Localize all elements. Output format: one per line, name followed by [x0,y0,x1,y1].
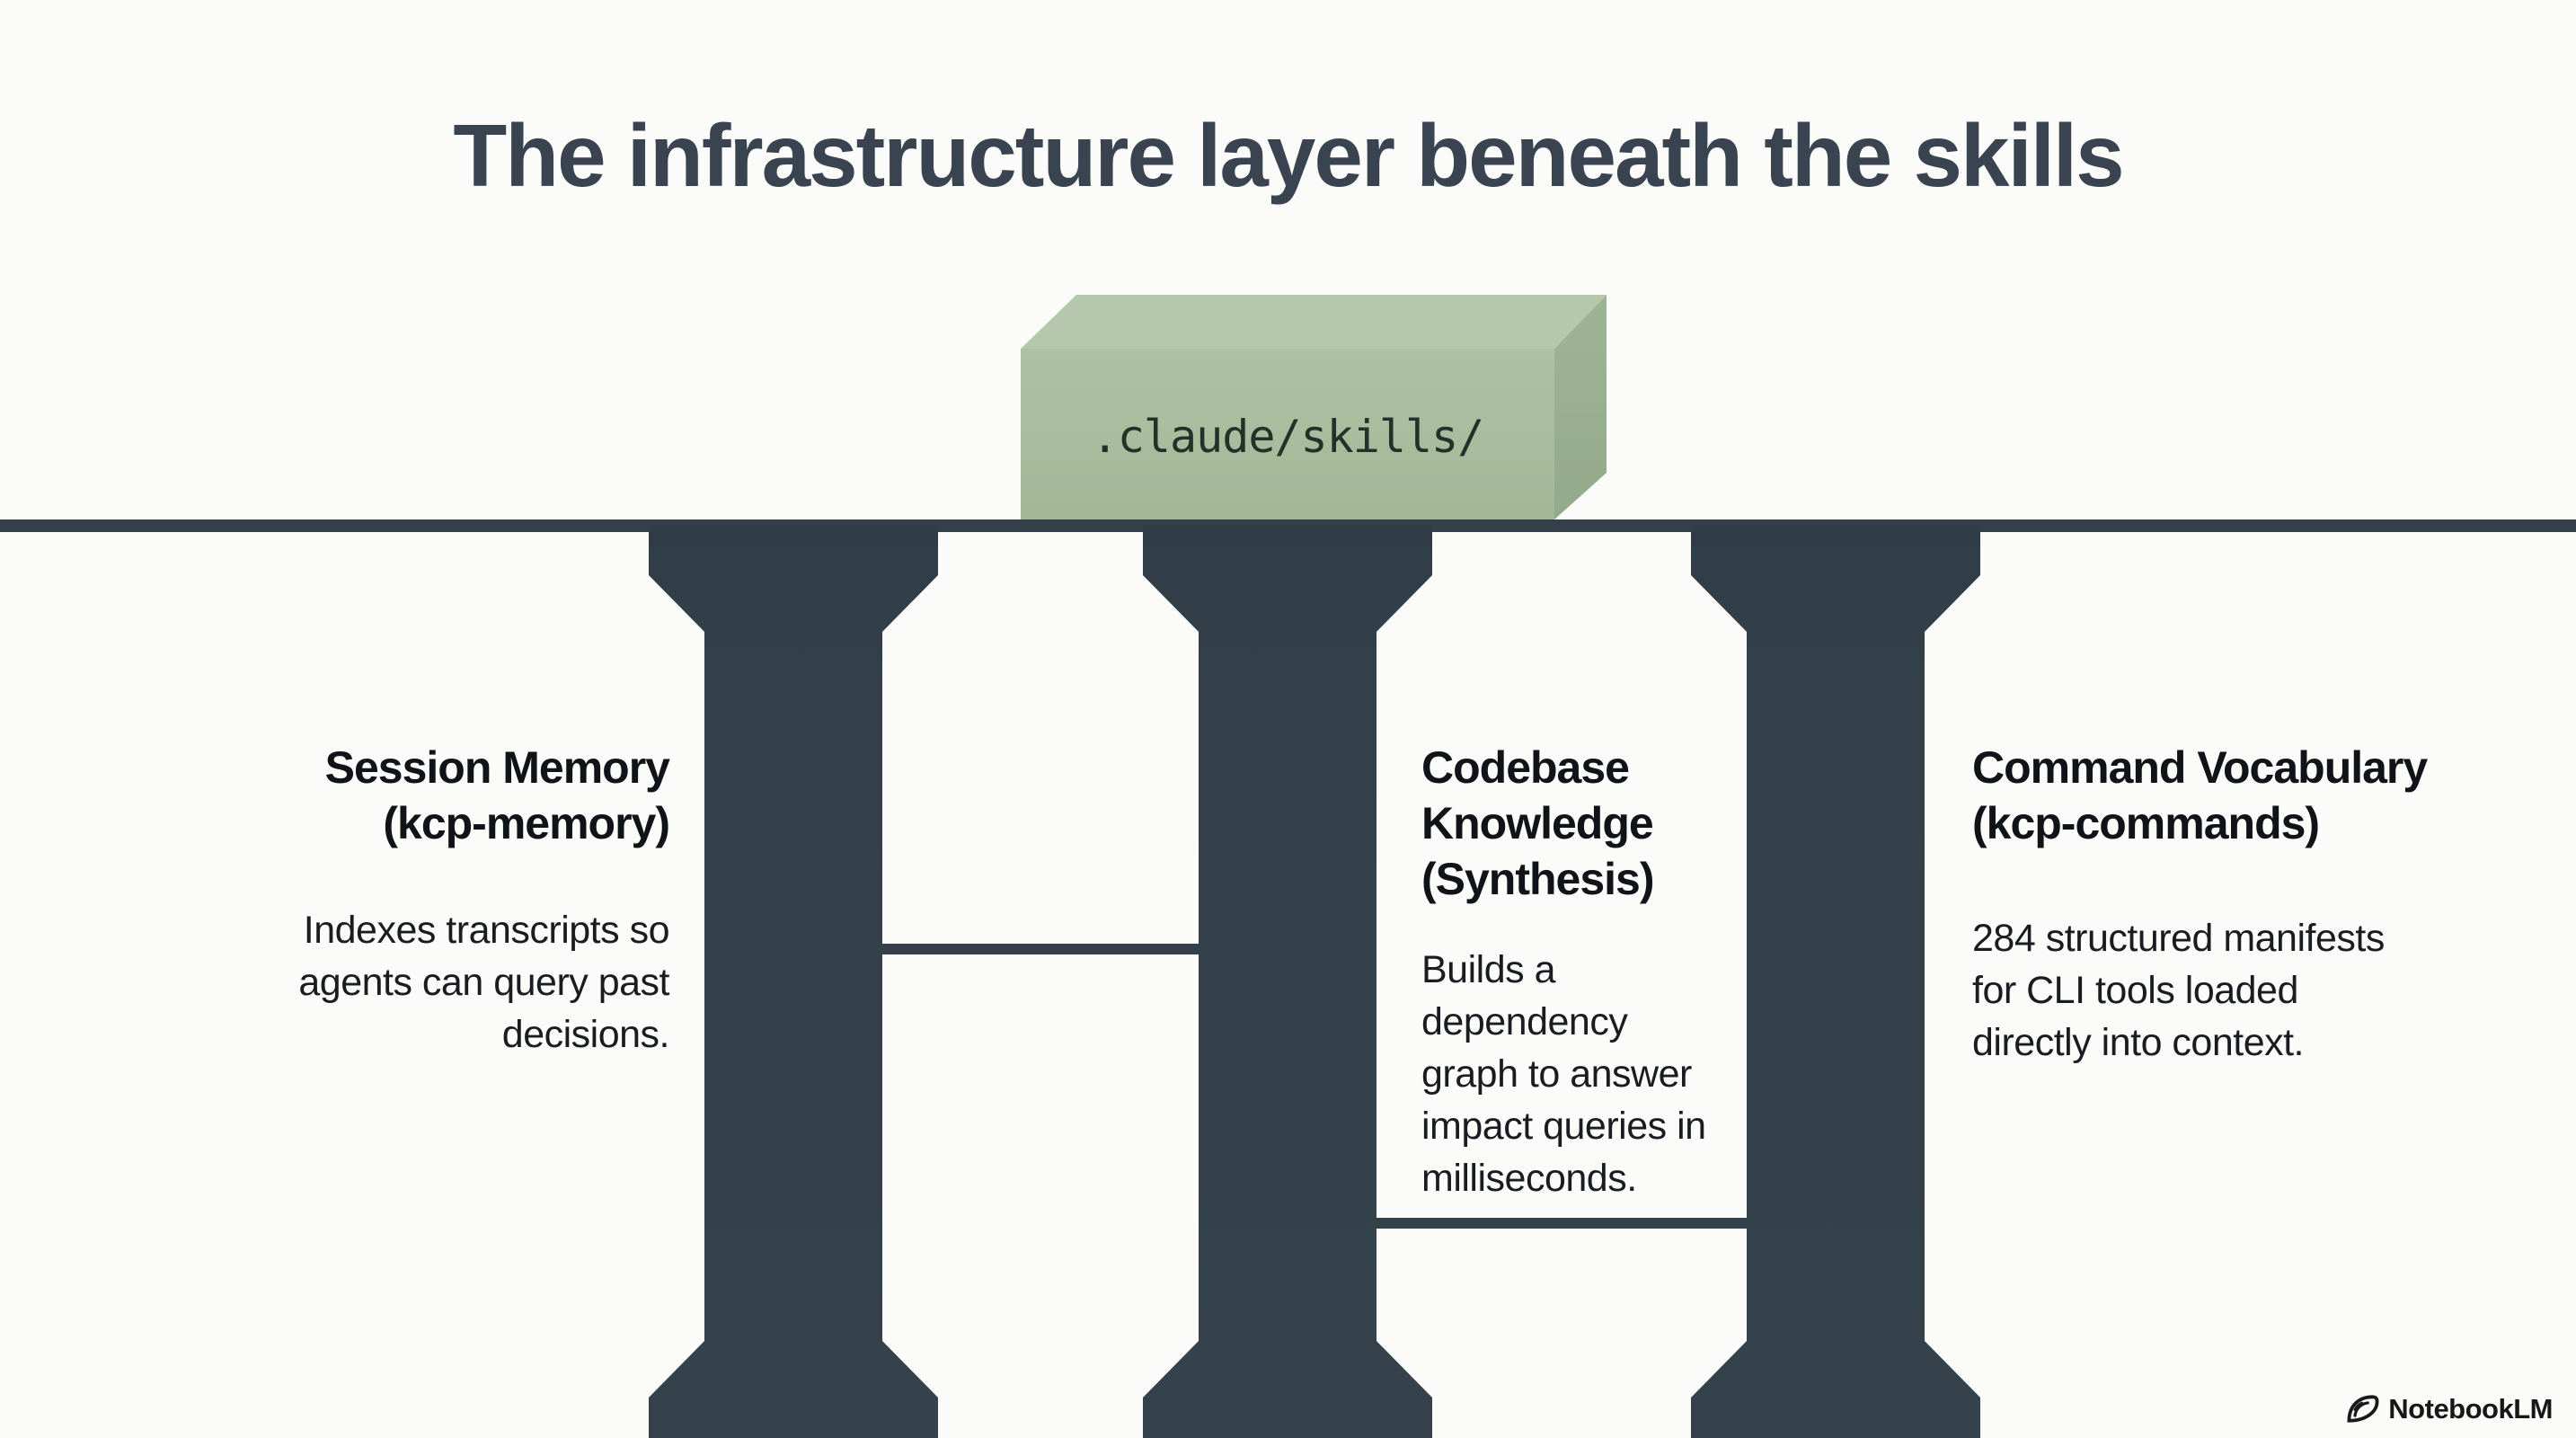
skills-box-label: .claude/skills/ [1091,411,1485,463]
page-title: The infrastructure layer beneath the ski… [453,106,2124,205]
crossbeam-left [882,944,1199,954]
skills-box-top-face [1021,295,1607,349]
section-codebase-knowledge-body: Builds a dependency graph to answer impa… [1421,948,1706,1200]
section-codebase-knowledge-heading: Codebase Knowledge (Synthesis) [1421,742,1655,904]
skills-box-front-face: .claude/skills/ [1021,349,1554,519]
section-command-vocabulary-heading: Command Vocabulary (kcp-commands) [1972,742,2428,848]
crossbeam-right [1376,1218,1747,1229]
section-codebase-knowledge: Codebase Knowledge (Synthesis) Builds a … [1421,723,1706,1221]
notebooklm-label: NotebookLM [2388,1393,2553,1425]
section-session-memory: Session Memory (kcp-memory) Indexes tran… [298,723,670,1077]
section-session-memory-body: Indexes transcripts so agents can query … [298,909,669,1056]
section-command-vocabulary: Command Vocabulary (kcp-commands) 284 st… [1972,723,2428,1085]
section-session-memory-heading: Session Memory (kcp-memory) [324,742,670,848]
pillar-codebase-knowledge [1143,525,1432,1438]
pillar-command-vocabulary [1691,525,1980,1438]
notebooklm-logo-icon [2346,1394,2380,1425]
pillar-session-memory [649,525,938,1438]
section-command-vocabulary-body: 284 structured manifests for CLI tools l… [1972,917,2385,1064]
notebooklm-watermark: NotebookLM [2346,1393,2553,1425]
